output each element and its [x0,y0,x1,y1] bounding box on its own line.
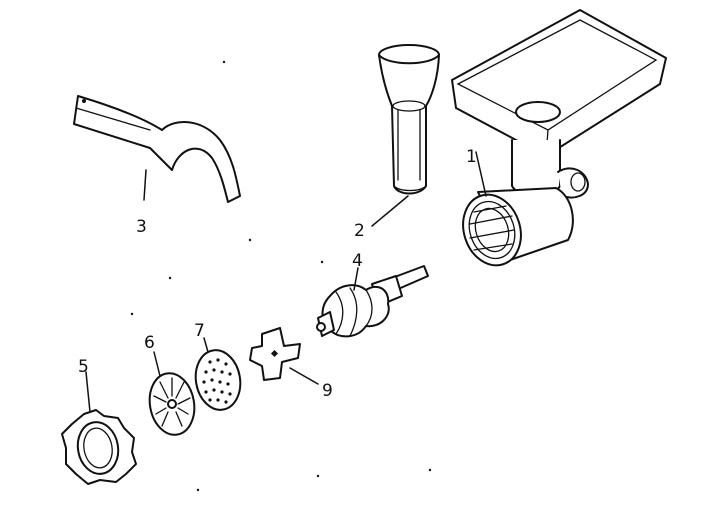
callout-label-1: 1 [466,147,477,167]
leader-line-2 [371,195,409,227]
leader-line-6 [153,351,161,377]
fine-plate-part [194,349,242,411]
callout-label-3: 3 [136,217,147,237]
leader-line-3 [143,169,147,201]
leader-line-9 [289,367,319,385]
scan-speckles [130,60,432,492]
food-pusher-part [378,44,440,195]
leader-line-7 [203,337,209,353]
worm-screw-part [316,265,429,338]
wrench-part [73,95,241,203]
callout-label-9: 9 [322,381,333,401]
callout-label-6: 6 [144,333,155,353]
ring-nut-part [61,409,137,485]
callout-label-7: 7 [194,321,205,341]
leader-line-4 [353,267,359,291]
callout-label-5: 5 [78,357,89,377]
callout-label-2: 2 [354,221,365,241]
leader-line-5 [85,371,91,413]
callout-label-4: 4 [352,251,363,271]
grinder-housing-part [451,9,667,267]
leader-line-1 [475,151,487,197]
knife-part [249,327,301,381]
coarse-plate-part [148,372,196,436]
